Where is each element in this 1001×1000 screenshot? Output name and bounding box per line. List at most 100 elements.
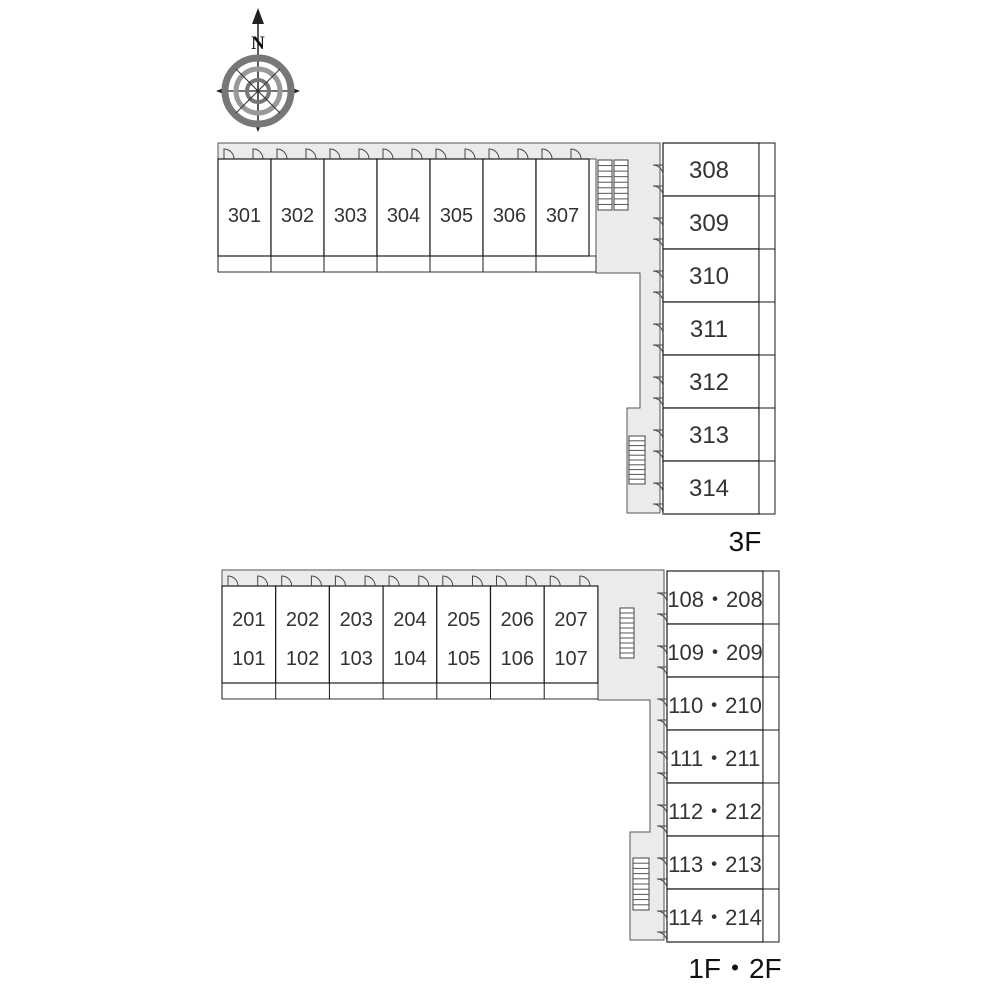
door-icon <box>442 575 454 587</box>
unit-314[interactable]: 314 <box>652 460 776 515</box>
unit-label-upper: 207 <box>554 609 587 631</box>
unit-310[interactable]: 310 <box>652 248 776 303</box>
stairs-3f-side <box>628 435 646 485</box>
unit-110・210[interactable]: 110・210 <box>656 676 780 731</box>
door-icon <box>652 270 664 282</box>
door-icon <box>652 397 664 409</box>
unit-label: 305 <box>440 205 473 227</box>
unit-label: 306 <box>493 205 526 227</box>
unit-111・211[interactable]: 111・211 <box>656 729 780 784</box>
unit-201-101[interactable]: 201 101 <box>221 575 277 699</box>
door-icon <box>541 148 553 160</box>
door-icon <box>656 751 668 763</box>
unit-112・212[interactable]: 112・212 <box>656 782 780 837</box>
door-icon <box>329 148 341 160</box>
unit-309[interactable]: 309 <box>652 195 776 250</box>
unit-302[interactable]: 302 <box>270 148 325 272</box>
unit-label: 301 <box>228 205 261 227</box>
door-icon <box>488 148 500 160</box>
unit-label-lower: 104 <box>393 648 426 670</box>
unit-label-upper: 201 <box>232 609 265 631</box>
door-icon <box>652 450 664 462</box>
unit-311[interactable]: 311 <box>652 301 776 356</box>
door-icon <box>656 645 668 657</box>
unit-label-lower: 103 <box>340 648 373 670</box>
door-icon <box>223 148 235 160</box>
door-icon <box>388 575 400 587</box>
door-icon <box>652 344 664 356</box>
door-icon <box>656 878 668 890</box>
unit-304[interactable]: 304 <box>376 148 431 272</box>
door-icon <box>435 148 447 160</box>
unit-label: 311 <box>690 316 728 343</box>
floor-label-3f: 3F <box>729 526 762 557</box>
door-icon <box>281 575 293 587</box>
door-icon <box>364 575 376 587</box>
door-icon <box>525 575 537 587</box>
door-icon <box>652 217 664 229</box>
door-icon <box>652 238 664 250</box>
unit-label-upper: 205 <box>447 609 480 631</box>
door-icon <box>652 482 664 494</box>
unit-313[interactable]: 313 <box>652 407 776 462</box>
door-icon <box>652 164 664 176</box>
door-icon <box>656 857 668 869</box>
door-icon <box>579 575 591 587</box>
unit-202-102[interactable]: 202 102 <box>275 575 331 699</box>
unit-312[interactable]: 312 <box>652 354 776 409</box>
unit-label: 307 <box>546 205 579 227</box>
unit-203-103[interactable]: 203 103 <box>328 575 384 699</box>
unit-label-upper: 206 <box>501 609 534 631</box>
unit-label-lower: 102 <box>286 648 319 670</box>
unit-206-106[interactable]: 206 106 <box>489 575 545 699</box>
unit-114・214[interactable]: 114・214 <box>656 888 780 943</box>
stairs-1f2f-top <box>619 607 635 659</box>
unit-label: 113・213 <box>668 852 762 877</box>
unit-label: 303 <box>334 205 367 227</box>
unit-label-lower: 107 <box>554 648 587 670</box>
compass-rose-icon: N <box>216 8 300 132</box>
unit-label: 108・208 <box>667 587 762 612</box>
unit-label-upper: 203 <box>340 609 373 631</box>
unit-207-107[interactable]: 207 107 <box>543 575 599 699</box>
unit-label: 111・211 <box>670 746 761 771</box>
door-icon <box>252 148 264 160</box>
unit-label: 309 <box>689 210 729 237</box>
unit-113・213[interactable]: 113・213 <box>656 835 780 890</box>
unit-label: 112・212 <box>668 799 762 824</box>
unit-108・208[interactable]: 108・208 <box>656 570 780 625</box>
door-icon <box>418 575 430 587</box>
unit-label-upper: 202 <box>286 609 319 631</box>
unit-109・209[interactable]: 109・209 <box>656 623 780 678</box>
door-icon <box>652 429 664 441</box>
unit-label: 302 <box>281 205 314 227</box>
door-icon <box>656 804 668 816</box>
north-label: N <box>251 33 265 54</box>
unit-label: 312 <box>689 369 729 396</box>
door-icon <box>656 931 668 943</box>
unit-label-lower: 106 <box>501 648 534 670</box>
unit-305[interactable]: 305 <box>429 148 484 272</box>
stairs-3f-top <box>597 159 629 211</box>
door-icon <box>464 148 476 160</box>
door-icon <box>652 503 664 515</box>
door-icon <box>517 148 529 160</box>
unit-204-104[interactable]: 204 104 <box>382 575 438 699</box>
unit-306[interactable]: 306 <box>482 148 537 272</box>
unit-308[interactable]: 308 <box>652 142 776 197</box>
unit-label: 304 <box>387 205 420 227</box>
unit-label-upper: 204 <box>393 609 426 631</box>
unit-label-lower: 101 <box>232 648 265 670</box>
unit-303[interactable]: 303 <box>323 148 378 272</box>
unit-label: 314 <box>689 475 729 502</box>
unit-301[interactable]: 301 <box>217 148 272 272</box>
door-icon <box>656 666 668 678</box>
unit-307[interactable]: 307 <box>535 148 590 272</box>
door-icon <box>652 291 664 303</box>
unit-label: 308 <box>689 157 729 184</box>
door-icon <box>656 772 668 784</box>
unit-label: 313 <box>689 422 729 449</box>
door-icon <box>358 148 370 160</box>
door-icon <box>411 148 423 160</box>
